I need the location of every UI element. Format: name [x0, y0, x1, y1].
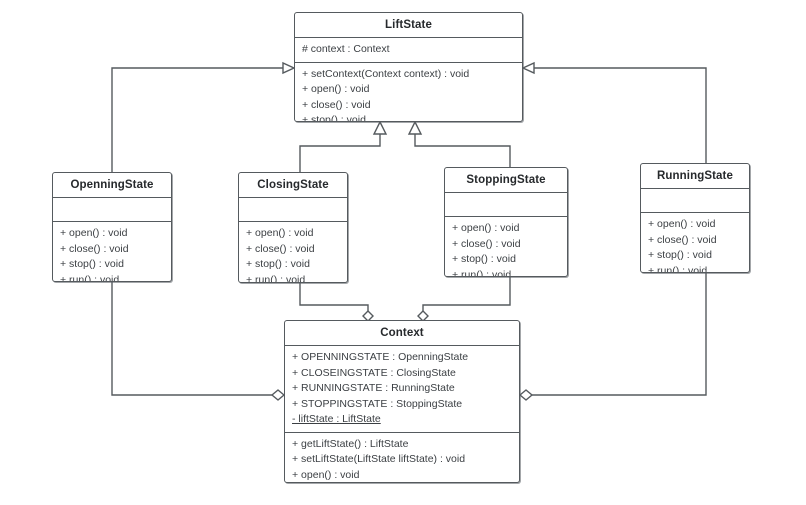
operation-row: + open() : void: [452, 222, 520, 234]
operation-row: + open() : void: [246, 227, 314, 239]
aggregation-context-runningstate: [518, 273, 707, 401]
generalization-arrowhead: [521, 61, 535, 75]
class-box-openningstate[interactable]: OpenningState + open() : void + close() …: [52, 172, 172, 282]
attribute-row-static: - liftState : LiftState: [292, 413, 381, 425]
operation-row: + open() : void: [302, 83, 370, 95]
class-box-closingstate[interactable]: ClosingState + open() : void + close() :…: [238, 172, 348, 283]
aggregation-context-closingstate: [299, 283, 374, 322]
class-attributes-stoppingstate: [445, 193, 567, 217]
operation-row: + setLiftState(LiftState liftState) : vo…: [292, 453, 466, 465]
operation-row: + stop() : void: [302, 114, 366, 122]
class-box-liftstate[interactable]: LiftState # context : Context + setConte…: [294, 12, 523, 122]
operation-row: + close() : void: [246, 242, 315, 255]
operation-row: + stop() : void: [452, 253, 516, 265]
class-box-runningstate[interactable]: RunningState + open() : void + close() :…: [640, 163, 750, 273]
class-attributes-openningstate: [53, 198, 171, 222]
aggregation-diamond: [518, 389, 534, 401]
class-box-context[interactable]: Context + OPENNINGSTATE : OpenningState …: [284, 320, 520, 483]
aggregation-context-openningstate: [111, 282, 286, 401]
operation-row: + close() : void: [648, 233, 717, 246]
class-title-runningstate: RunningState: [641, 164, 749, 189]
class-title-closingstate: ClosingState: [239, 173, 347, 198]
operation-row: + setContext(Context context) : void: [302, 67, 470, 80]
generalization-runningstate-liftstate: [521, 61, 707, 163]
generalization-arrowhead: [407, 120, 423, 135]
attribute-row: # context : Context: [302, 43, 390, 55]
aggregation-diamond: [270, 389, 286, 401]
class-attributes-liftstate: # context : Context: [295, 38, 522, 63]
class-title-context: Context: [285, 321, 519, 346]
class-title-openningstate: OpenningState: [53, 173, 171, 198]
class-operations-closingstate: + open() : void + close() : void + stop(…: [239, 222, 347, 283]
generalization-arrowhead: [282, 61, 296, 75]
operation-row: + close() : void: [452, 237, 521, 250]
generalization-arrowhead: [372, 120, 388, 135]
attribute-row: + STOPPINGSTATE : StoppingState: [292, 397, 463, 410]
generalization-openningstate-liftstate: [111, 61, 296, 172]
operation-row: + open() : void: [60, 227, 128, 239]
operation-row: + run() : void: [452, 268, 512, 277]
attribute-row: + RUNNINGSTATE : RunningState: [292, 382, 455, 394]
generalization-stoppingstate-liftstate: [407, 120, 511, 167]
class-title-stoppingstate: StoppingState: [445, 168, 567, 193]
class-attributes-runningstate: [641, 189, 749, 213]
generalization-closingstate-liftstate: [299, 120, 388, 172]
operation-row: + run() : void: [648, 264, 708, 273]
attribute-row: + OPENNINGSTATE : OpenningState: [292, 351, 469, 363]
class-attributes-context: + OPENNINGSTATE : OpenningState + CLOSEI…: [285, 346, 519, 433]
class-operations-openningstate: + open() : void + close() : void + stop(…: [53, 222, 171, 282]
operation-row: + getLiftState() : LiftState: [292, 437, 409, 450]
class-attributes-closingstate: [239, 198, 347, 222]
operation-row: + open() : void: [648, 218, 716, 230]
operation-row: + run() : void: [246, 273, 306, 283]
operation-row: + open() : void: [292, 468, 360, 481]
class-operations-runningstate: + open() : void + close() : void + stop(…: [641, 213, 749, 273]
operation-row: + stop() : void: [60, 258, 124, 270]
operation-row: + stop() : void: [246, 258, 310, 270]
class-title-liftstate: LiftState: [295, 13, 522, 38]
aggregation-context-stoppingstate: [417, 277, 511, 322]
operation-row: + stop() : void: [648, 249, 712, 261]
operation-row: + close() : void: [60, 242, 129, 255]
class-operations-context: + getLiftState() : LiftState + setLiftSt…: [285, 433, 519, 483]
operation-row: + run() : void: [60, 273, 120, 282]
class-operations-liftstate: + setContext(Context context) : void + o…: [295, 63, 522, 122]
operation-row: + close() : void: [302, 98, 371, 111]
class-operations-stoppingstate: + open() : void + close() : void + stop(…: [445, 217, 567, 277]
attribute-row: + CLOSEINGSTATE : ClosingState: [292, 366, 456, 379]
class-box-stoppingstate[interactable]: StoppingState + open() : void + close() …: [444, 167, 568, 277]
